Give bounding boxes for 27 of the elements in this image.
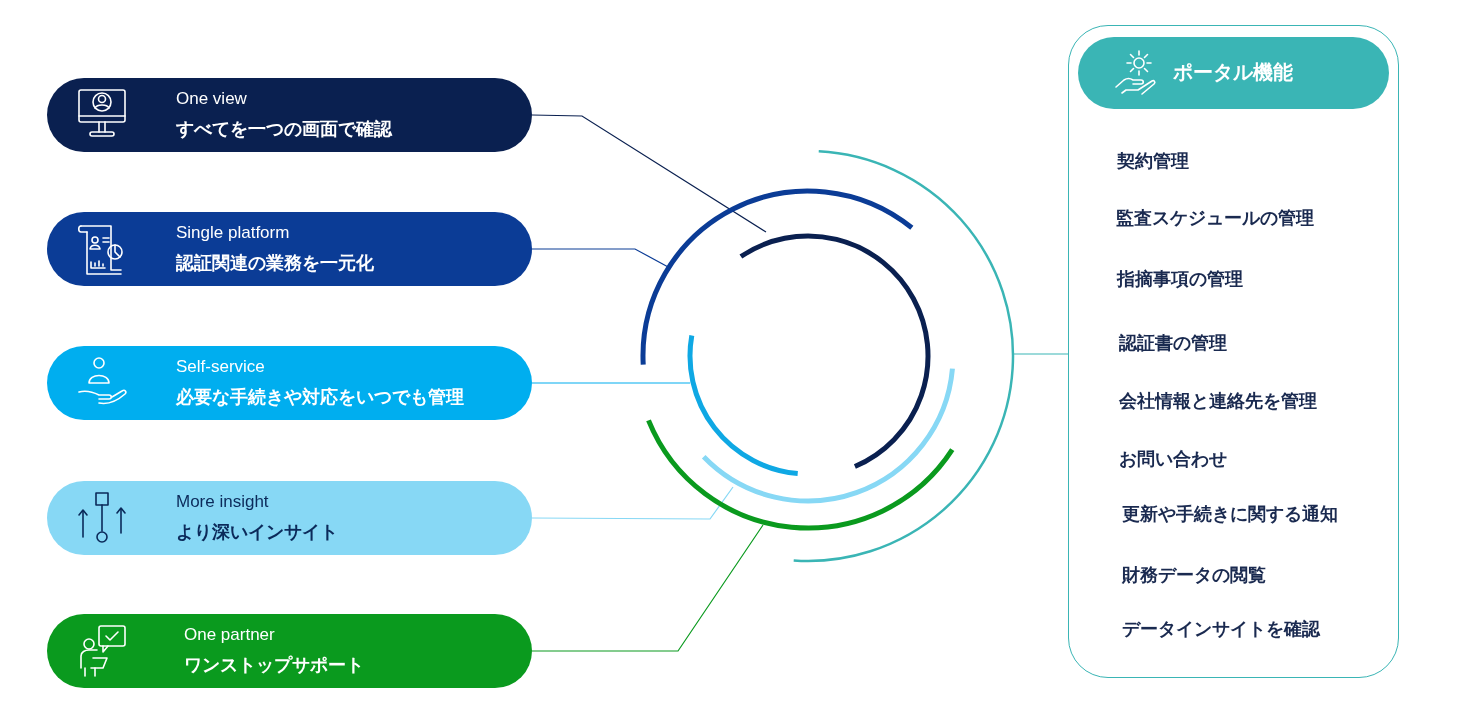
feature-title: Single platform xyxy=(176,222,290,244)
connector-line xyxy=(531,524,764,652)
panel-title: ポータル機能 xyxy=(1173,59,1293,85)
feature-list-item: 監査スケジュールの管理 xyxy=(1116,206,1314,230)
feature-list-item: 認証書の管理 xyxy=(1119,331,1227,355)
features-panel xyxy=(1068,25,1399,678)
feature-title: More insight xyxy=(176,491,269,513)
panel-header xyxy=(1078,37,1389,109)
feature-list-item: 更新や手続きに関する通知 xyxy=(1122,502,1338,526)
feature-title: Self-service xyxy=(176,356,265,378)
connector-line xyxy=(531,382,691,384)
feature-description: 認証関連の業務を一元化 xyxy=(176,251,374,275)
feature-list-item: 会社情報と連絡先を管理 xyxy=(1119,389,1317,413)
feature-description: ワンストップサポート xyxy=(184,653,364,677)
feature-title: One view xyxy=(176,88,247,110)
feature-list-item: データインサイトを確認 xyxy=(1122,617,1320,641)
feature-title: One partner xyxy=(184,624,275,646)
feature-list-item: 指摘事項の管理 xyxy=(1117,267,1243,291)
feature-list-item: 財務データの閲覧 xyxy=(1122,563,1266,587)
feature-list-item: 契約管理 xyxy=(1117,149,1189,173)
connector-line xyxy=(1012,353,1069,355)
feature-description: 必要な手続きや対応をいつでも管理 xyxy=(176,385,464,409)
connector-line xyxy=(531,486,734,520)
feature-list-item: お問い合わせ xyxy=(1119,447,1227,471)
feature-description: すべてを一つの画面で確認 xyxy=(176,117,392,141)
connector-line xyxy=(531,114,767,233)
feature-description: より深いインサイト xyxy=(176,520,338,544)
